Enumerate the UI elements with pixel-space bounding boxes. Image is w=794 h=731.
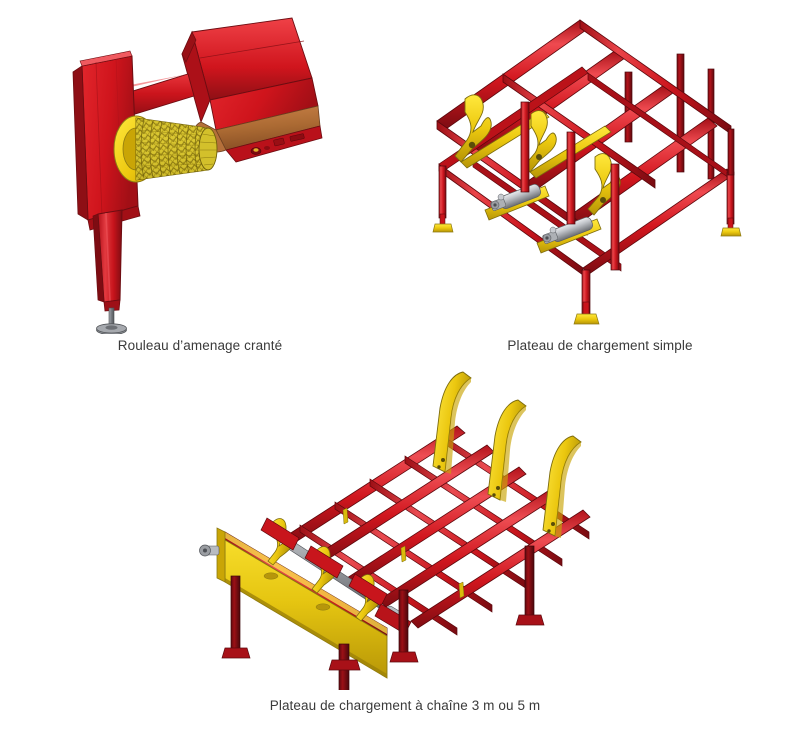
chain-loading-table-illustration	[199, 371, 591, 690]
roller-illustration	[72, 17, 323, 334]
front-posts	[520, 101, 620, 271]
legs	[221, 545, 545, 690]
hydraulic-cylinder	[484, 183, 550, 221]
centre-rails	[314, 444, 591, 629]
figure-loading-table	[425, 14, 775, 334]
stop-plates	[432, 371, 582, 538]
serrated-feed-roller	[113, 115, 218, 183]
loading-table-illustration	[432, 19, 742, 325]
conveyor-fittings	[250, 133, 305, 155]
figure-roller	[60, 14, 340, 334]
stop-plate	[432, 371, 472, 474]
caption-roller: Rouleau d’amenage cranté	[117, 338, 283, 353]
hydraulic-cylinder	[536, 216, 602, 254]
hydraulic-cylinders	[484, 183, 602, 254]
legs	[432, 128, 742, 325]
adjustable-foot	[96, 307, 127, 334]
caption-loading-table: Plateau de chargement simple	[507, 338, 693, 353]
stop-plate	[542, 435, 582, 538]
caption-chain-table: Plateau de chargement à chaîne 3 m ou 5 …	[269, 698, 541, 713]
support-column	[92, 209, 123, 312]
stop-plate	[487, 399, 527, 502]
figure-chain-table	[195, 360, 615, 690]
